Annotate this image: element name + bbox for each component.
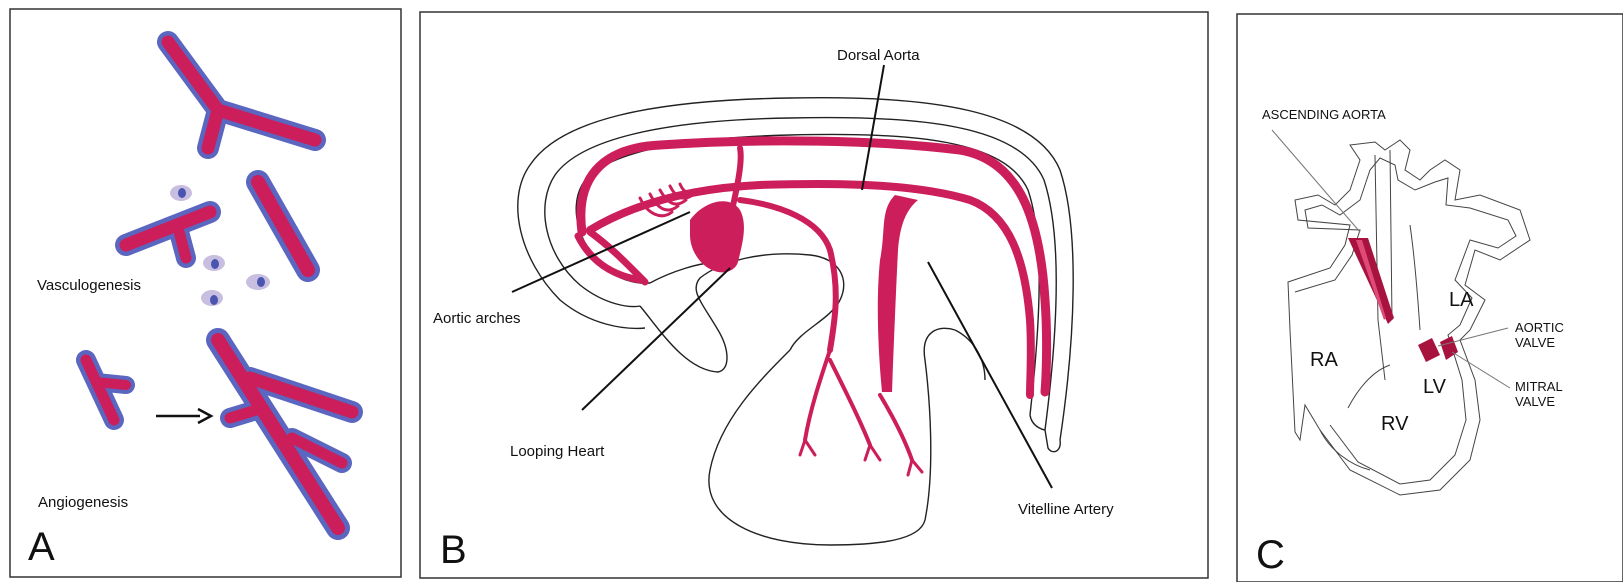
rv-label: RV [1381, 413, 1409, 435]
panel-a: Vasculogenesis Angiogenesis A [10, 9, 401, 577]
looping-heart-label: Looping Heart [510, 443, 605, 460]
aortic-valve-label-line2: VALVE [1515, 335, 1555, 350]
panel-c-frame [1237, 14, 1623, 582]
panel-c: ASCENDING AORTA LA RA LV RV AORTIC VALVE… [1237, 14, 1623, 582]
angiogenesis-label: Angiogenesis [38, 494, 128, 511]
panel-b-frame [420, 12, 1208, 578]
panel-b: Dorsal Aorta Aortic arches Looping Heart… [420, 12, 1208, 578]
ra-label: RA [1310, 349, 1338, 371]
la-label: LA [1449, 289, 1474, 311]
panel-b-letter: B [440, 528, 467, 572]
ascending-aorta-label: ASCENDING AORTA [1262, 107, 1386, 122]
aortic-arches-label: Aortic arches [433, 310, 521, 327]
vitelline-artery-label: Vitelline Artery [1018, 501, 1114, 518]
lv-label: LV [1423, 376, 1447, 398]
mitral-valve-label-line1: MITRAL [1515, 379, 1563, 394]
vasculogenesis-label: Vasculogenesis [37, 277, 141, 294]
panel-c-letter: C [1256, 533, 1285, 577]
mitral-valve-label-line2: VALVE [1515, 394, 1555, 409]
panel-a-letter: A [28, 525, 55, 569]
aortic-valve-label-line1: AORTIC [1515, 320, 1564, 335]
dorsal-aorta-label: Dorsal Aorta [837, 47, 920, 64]
